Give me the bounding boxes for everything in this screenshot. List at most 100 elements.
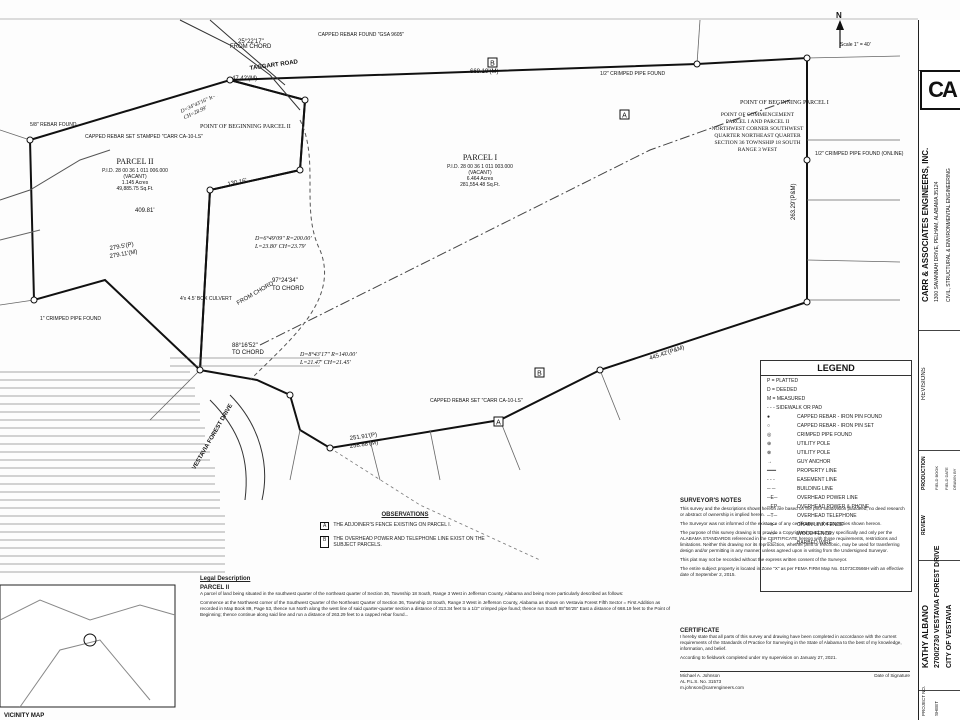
- easement-line-icon: - - -: [767, 476, 775, 483]
- angle-97: 97°24'34": [272, 278, 298, 284]
- parcel-2-text: A parcel of land being situated in the s…: [200, 591, 624, 596]
- project-address: 2700/2730 VESTAVIA FOREST DRIVE: [934, 545, 941, 668]
- certificate-fieldwork: According to fieldwork completed under m…: [680, 655, 837, 660]
- sheet-label: SHEET: [934, 700, 939, 716]
- vestavia-forest-drive-label: VESTAVIA FOREST DRIVE: [192, 403, 235, 471]
- dim-47: 47.42'(M): [232, 76, 257, 82]
- legend-item: ◎CRIMPED PIPE FOUND: [767, 431, 853, 438]
- svg-text:B: B: [490, 61, 495, 68]
- overhead-power-line: [259, 99, 791, 346]
- crimped-pipe-icon: ◎: [767, 431, 772, 438]
- building-line-icon: ─ ─: [767, 485, 776, 492]
- observations-title: OBSERVATIONS: [381, 512, 429, 518]
- legend-item: →GUY ANCHOR: [767, 458, 831, 465]
- dim-parcel2-p: 279.5'(P): [109, 242, 134, 252]
- legend-item: D = DEEDED: [767, 386, 798, 393]
- dim-south-line-m: 258.88'(M): [349, 440, 378, 450]
- pob-parcel-1: POINT OF BEGINNING PARCEL I: [740, 100, 829, 106]
- legend-item: ━━━PROPERTY LINE: [767, 467, 837, 474]
- from-chord-label-2: FROM CHORD: [236, 281, 275, 307]
- parcel-2-sqft: 49,885.75 Sq.Ft.: [117, 186, 154, 192]
- signer-registration: AL P.L.S. No. 31573: [680, 679, 722, 684]
- parcel-2-heading: PARCEL II: [200, 585, 230, 591]
- legend-item: ─x─CHAIN LINK FENCE: [767, 521, 844, 528]
- to-chord-label-2: TO CHORD: [232, 350, 265, 356]
- dim-parcel2-m: 279.11'(M): [109, 249, 138, 260]
- parcel-1-pid: P.I.D. 28 00 36 1 011 003.000: [447, 164, 513, 170]
- legal-text-block-left: [0, 357, 320, 573]
- poc-label: POINT OF COMMENCEMENT PARCEL I AND PARCE…: [711, 112, 804, 153]
- note-3: The purpose of this survey drawing is to…: [680, 530, 900, 553]
- dim-north-line: 668.19'(M): [470, 69, 499, 75]
- legend-item: ⊗UTILITY POLE: [767, 449, 831, 456]
- certificate-block: CERTIFICATE I hereby state that all part…: [680, 628, 910, 691]
- client-name: KATHY ALBANO: [921, 605, 930, 668]
- legend-item: ─T─OVERHEAD TELEPHONE: [767, 512, 857, 519]
- curve-2-data: D=8°43'17" R=140.00' L=21.47' CH=21.45': [300, 352, 357, 366]
- power-phone-line-icon: ─EP─: [767, 503, 781, 510]
- legal-heading: Legal Description: [200, 576, 251, 582]
- north-arrow-icon: [836, 20, 844, 48]
- company-address: 1300 SAVANNAH DRIVE, PELHAM, ALABAMA 351…: [934, 181, 940, 302]
- signature-date-label: Date of Signature: [874, 673, 910, 678]
- legend-item: - - - SIDEWALK OR PAD: [767, 404, 823, 411]
- note-4: This plat may not be recorded without th…: [680, 557, 848, 562]
- svg-text:B: B: [537, 371, 542, 378]
- svg-text:A: A: [622, 113, 627, 120]
- vicinity-map-label: VICINITY MAP: [4, 713, 44, 719]
- dim-east-line: 263.29'(P&M): [791, 184, 797, 221]
- note-1: This survey and the descriptions shown h…: [680, 506, 905, 517]
- monument-markers: [26, 54, 811, 452]
- legend-item: ─EP─OVERHEAD POWER & PHONE: [767, 503, 870, 510]
- title-block: [918, 20, 960, 720]
- dim-south-line-p: 251.91'(P): [349, 432, 377, 442]
- legal-description-block: Legal Description PARCEL II A parcel of …: [200, 576, 670, 618]
- from-chord-label-1: FROM CHORD: [230, 44, 272, 50]
- utility-pole-icon: ⊕: [767, 440, 772, 447]
- legend-item: ─E─OVERHEAD POWER LINE: [767, 494, 858, 501]
- curve-1-data: D=6°49'09" R=200.00' L=23.80' CH=23.79': [255, 236, 312, 250]
- telephone-line-icon: ─T─: [767, 512, 778, 519]
- legend-item: - - -EASEMENT LINE: [767, 476, 837, 483]
- adjoiner-lot-lines: [0, 19, 901, 481]
- signer-name: Michael A. Johnson: [680, 673, 720, 678]
- project-no-label: PROJECT NO.: [921, 685, 926, 716]
- surveyors-notes-title: SURVEYOR'S NOTES: [680, 498, 742, 504]
- certificate-body: I hereby state that all parts of this su…: [680, 634, 902, 651]
- parcel-1-status: (VACANT): [468, 170, 492, 176]
- wood-fence-icon: ─□─: [767, 530, 778, 537]
- revisions-label: REVISIONS: [921, 367, 927, 400]
- drawn-by-label: DRAWN BY: [952, 468, 957, 490]
- note-5: The entire subject property is located i…: [680, 566, 904, 577]
- svg-text:A: A: [496, 420, 501, 427]
- legend-box: LEGEND P = PLATTED D = DEEDED M = MEASUR…: [760, 360, 912, 592]
- legend-item: M = MEASURED: [767, 395, 806, 402]
- curve-3-data: D=34°43'16" R=49.13' CH=28.99': [180, 96, 230, 122]
- power-line-icon: ─E─: [767, 494, 778, 501]
- parcel-2-acres: 1.145 Acres: [122, 180, 149, 186]
- legend-item: ⊕UTILITY POLE: [767, 440, 831, 447]
- guy-anchor-icon: →: [767, 458, 772, 465]
- pin-callout-1: 1/2" CRIMPED PIPE FOUND: [600, 71, 666, 77]
- rebar-found-icon: ●: [767, 413, 771, 420]
- marker-b: B: [534, 367, 545, 378]
- company-logo: CA: [920, 70, 960, 110]
- note-2: The Surveyor was not informed of the exi…: [680, 521, 882, 526]
- pin-callout-6: 1/2" CRIMPED PIPE FOUND (ONLINE): [815, 151, 904, 157]
- scale-label: Scale 1" = 40': [840, 42, 871, 48]
- chain-fence-icon: ─x─: [767, 521, 777, 528]
- vicinity-map: [0, 584, 176, 708]
- legend-item: ●CAPPED REBAR - IRON PIN FOUND: [767, 413, 883, 420]
- parcel-2-label: PARCEL II: [117, 157, 154, 166]
- marker-b-2: B: [487, 57, 498, 68]
- review-label: REVIEW: [921, 515, 927, 535]
- pin-callout-3: CAPPED REBAR FOUND "GSA 9605": [318, 32, 404, 38]
- parcel-1-sqft: 281,554.48 Sq.Ft.: [460, 182, 500, 188]
- pin-callout-2: CAPPED REBAR SET STAMPED "CARR CA-10-LS": [85, 134, 203, 140]
- property-line-icon: ━━━: [767, 467, 777, 474]
- rebar-set-icon: ○: [767, 422, 771, 429]
- surveyors-notes: SURVEYOR'S NOTES This survey and the des…: [680, 498, 910, 578]
